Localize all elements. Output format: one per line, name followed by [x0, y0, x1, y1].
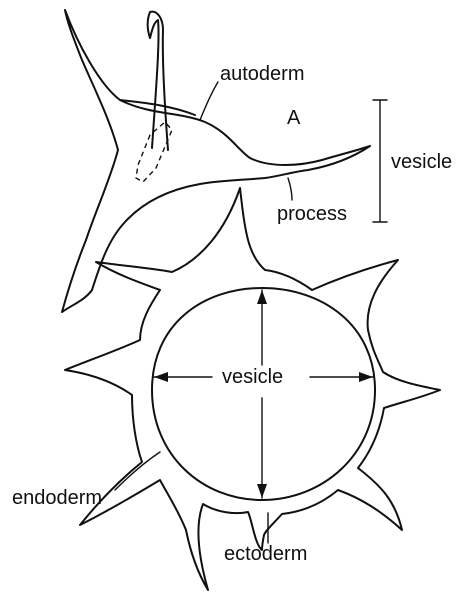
lower-inner-wall: [152, 288, 375, 500]
label-endoderm: endoderm: [12, 487, 102, 509]
vesicle-bracket: [373, 100, 387, 222]
horizontal-arrow-right: [359, 372, 373, 382]
label-autoderm: autoderm: [220, 63, 305, 85]
label-ectoderm: ectoderm: [224, 543, 307, 565]
horizontal-arrow-left: [154, 372, 168, 382]
hook-process: [148, 12, 168, 150]
upper-specimen: [62, 10, 387, 312]
label-process: process: [277, 203, 347, 225]
label-panel-letter: A: [287, 107, 301, 129]
lower-outer-wall: [65, 188, 440, 590]
vertical-arrow-down: [257, 484, 267, 498]
label-vesicle-top: vesicle: [391, 151, 452, 173]
upper-vesicle-outline: [62, 10, 370, 312]
autoderm-wall: [120, 100, 195, 115]
label-vesicle-center: vesicle: [222, 366, 283, 388]
lower-specimen: [65, 188, 440, 590]
vertical-arrow-up: [257, 290, 267, 304]
process-leader: [288, 178, 292, 200]
autoderm-leader: [200, 82, 218, 120]
